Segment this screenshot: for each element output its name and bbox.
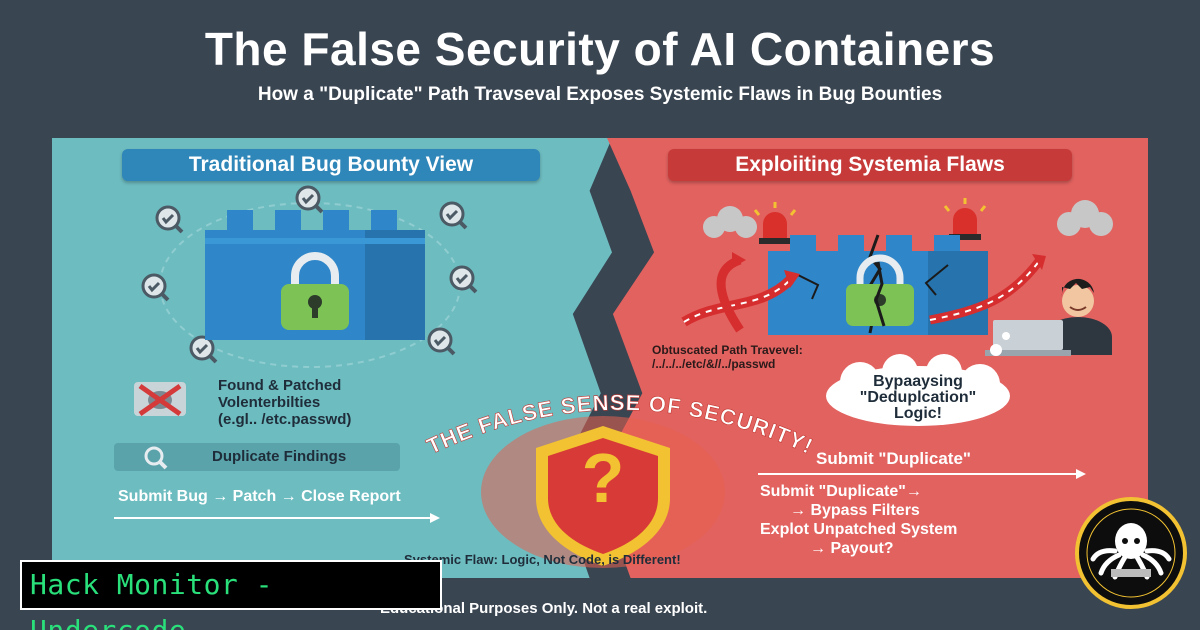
lock-icon (281, 252, 349, 330)
bug-icon (134, 382, 186, 417)
castle-icon (205, 210, 425, 340)
exploit-step-1: Submit "Duplicate"→ (760, 483, 922, 500)
check-cycle-icon (141, 185, 478, 368)
question-mark: ? (581, 439, 625, 517)
check-icon (141, 185, 478, 364)
thought-cloud-icon (826, 332, 1010, 426)
brand-label: Hack Monitor - Undercode (20, 560, 442, 630)
obfuscated-path: Obtuscated Path Travevel: /../../../etc/… (652, 343, 803, 371)
traditional-view-heading: Traditional Bug Bounty View (122, 149, 540, 181)
broken-lock-icon (846, 254, 914, 327)
obfuscated-label: Obtuscated Path Travevel: (652, 343, 803, 357)
bypass-line-3: Logic! (894, 405, 942, 422)
exploit-heading: Exploiiting Systemia Flaws (668, 149, 1072, 181)
bypass-line-1: Bypaaysing (873, 373, 963, 390)
siren-icon (943, 198, 987, 240)
obfuscated-value: /../../../etc/&//../passwd (652, 357, 776, 371)
smoke-icon (1057, 200, 1113, 236)
duplicate-findings-label: Duplicate Findings (212, 448, 347, 465)
found-patched-text: Found & Patched Volenterbilties (e.gl.. … (218, 377, 351, 428)
exploit-step-4: → Payout? (810, 540, 894, 557)
shield-icon (481, 416, 725, 568)
page-title: The False Security of AI Containers (204, 23, 996, 75)
submit-duplicate-label: Submit "Duplicate" (816, 449, 971, 468)
magnifier-icon (144, 446, 168, 470)
octopus-logo (1075, 497, 1187, 609)
flow-arrow (114, 513, 440, 523)
submit-arrow (758, 469, 1086, 479)
page-subtitle: How a "Duplicate" Path Travseval Exposes… (257, 84, 943, 105)
laptop-icon (985, 320, 1071, 356)
systemic-flaw-note: Systemic Flaw: Logic, Not Code, is Diffe… (404, 552, 681, 567)
found-line-3: (e.gl.. /etc.passwd) (218, 411, 352, 428)
smoke-icon (703, 206, 757, 238)
exploit-steps: Submit "Duplicate"→ → Bypass Filters Exp… (760, 482, 957, 558)
traditional-flow: Submit Bug → Patch → Close Report (118, 488, 401, 505)
found-line-1: Found & Patched (218, 377, 342, 394)
exploit-step-2: → Bypass Filters (790, 502, 920, 519)
bypass-line-2: "Deduplcation" (859, 389, 977, 406)
found-line-2: Volenterbilties (218, 394, 321, 411)
bypass-thought: Bypaaysing "Deduplcation" Logic! (820, 374, 1016, 422)
attack-arrows-icon (681, 252, 1046, 333)
disclaimer: Educational Purposes Only. Not a real ex… (380, 600, 708, 617)
siren-icon (753, 202, 797, 244)
exploit-step-3: Explot Unpatched System (760, 521, 958, 538)
